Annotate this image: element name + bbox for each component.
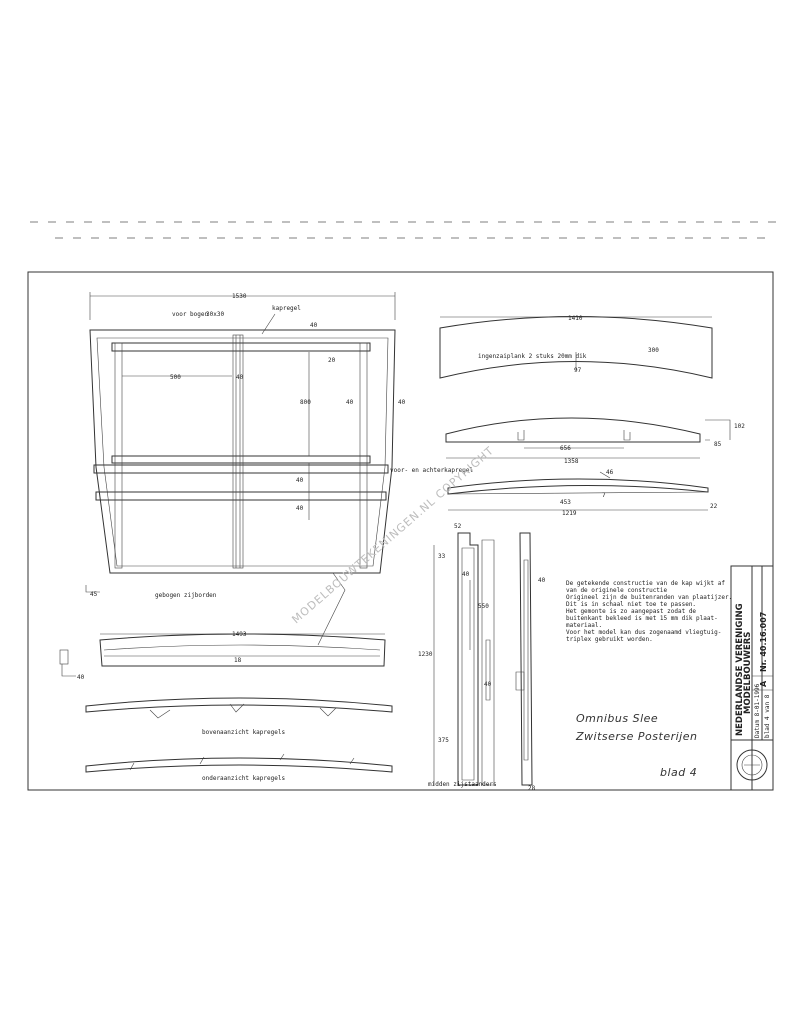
dim-85: 85 [714, 441, 722, 448]
dim-1358: 1358 [564, 458, 579, 465]
dim-1219: 1219 [562, 510, 577, 517]
dim-453: 453 [560, 499, 571, 506]
dim-375: 375 [438, 737, 449, 744]
title-block-sheet-count: blad 4 van 8 [764, 694, 771, 738]
club-seal-icon [736, 749, 768, 781]
dim-40-h: 40 [462, 571, 470, 578]
bow-size-label: 30x30 [206, 311, 224, 318]
note-line-7: Voor het model kan dus zogenaamd vliegtu… [566, 629, 721, 636]
dim-40-f: 40 [296, 505, 304, 512]
note-line-4: Het gemonte is zo aangepast zodat de [566, 608, 696, 615]
note-line-1: van de originele constructie [566, 587, 668, 594]
dim-500: 500 [170, 374, 181, 381]
kapregel-label: kapregel [272, 305, 301, 312]
sheet-number: blad 4 [660, 766, 697, 779]
org-line1: NEDERLANDSE VERENIGING [735, 603, 745, 736]
title-block: NEDERLANDSE VERENIGING MODELBOUWERS Datu… [730, 565, 774, 791]
title-block-number: Nr. 40.16.007 [759, 612, 768, 672]
dim-40-j: 40 [538, 577, 546, 584]
dim-18: 18 [234, 657, 242, 664]
dim-40-e: 40 [296, 477, 304, 484]
dim-overall-width: 1530 [232, 293, 247, 300]
bent-side-boards-label: gebogen zijborden [155, 592, 217, 599]
note-line-5: buitenkant bekleed is met 15 mm dik plaa… [566, 615, 718, 622]
dim-102: 102 [734, 423, 745, 430]
bottom-view-kapregels-label: onderaanzicht kapregels [202, 775, 285, 782]
dim-97: 97 [574, 367, 582, 374]
dim-40-a: 40 [236, 374, 244, 381]
dim-656: 656 [560, 445, 571, 452]
note-line-3: Dit is in schaal niet toe te passen. [566, 601, 696, 608]
frame-top-view: 1530 voor bogen 30x30 kapregel 500 40 80… [85, 292, 473, 646]
dim-33: 33 [438, 553, 446, 560]
dim-1410: 1410 [568, 315, 583, 322]
curved-parts: 1410 ingenzaiplank 2 stuks 20mm dik 97 3… [439, 315, 745, 517]
note-line-2: Origineel zijn de buitenranden van plaat… [566, 594, 732, 601]
dim-40-i: 40 [484, 681, 492, 688]
dim-550: 550 [478, 603, 489, 610]
side-posts: 52 33 40 550 1230 40 40 375 28 midden zi… [418, 523, 546, 792]
dim-1230: 1230 [418, 651, 433, 658]
drawing-title-line2: Zwitserse Posterijen [575, 730, 697, 743]
plywood-note: ingenzaiplank 2 stuks 20mm dik [478, 353, 587, 360]
dim-46: 46 [606, 469, 614, 476]
top-view-kapregels-label: bovenaanzicht kapregels [202, 729, 285, 736]
dim-45: 45 [90, 591, 98, 598]
dim-40-b: 40 [346, 399, 354, 406]
dim-52: 52 [454, 523, 462, 530]
dim-40-d: 40 [310, 322, 318, 329]
voor-achter-label: voor- en achterkapregel [390, 467, 473, 474]
title-block-rev: A [759, 680, 768, 687]
dim-40-g: 40 [77, 674, 85, 681]
org-line2: MODELBOUWERS [743, 632, 753, 714]
dim-22: 22 [710, 503, 718, 510]
construction-notes: De getekende constructie van de kap wijk… [566, 580, 732, 643]
drawing-border [27, 271, 774, 791]
note-line-8: triplex gebruikt worden. [566, 636, 653, 643]
dim-20: 20 [328, 357, 336, 364]
dim-800: 800 [300, 399, 311, 406]
side-board-views: 1493 18 40 bovenaanzicht kapregels onder… [59, 631, 393, 782]
note-line-0: De getekende constructie van de kap wijk… [566, 580, 725, 587]
dim-7: 7 [602, 492, 606, 499]
dim-300: 300 [648, 347, 659, 354]
drawing-title-line1: Omnibus Slee [576, 712, 658, 725]
front-bows-label: voor bogen [172, 311, 209, 318]
title-block-date: Datum 8-01-1996 [754, 683, 761, 738]
note-line-6: materiaal. [566, 622, 602, 629]
middle-side-posts-label: midden zijstaanders [428, 781, 497, 788]
dim-28: 28 [528, 785, 536, 792]
dim-40-c: 40 [398, 399, 406, 406]
